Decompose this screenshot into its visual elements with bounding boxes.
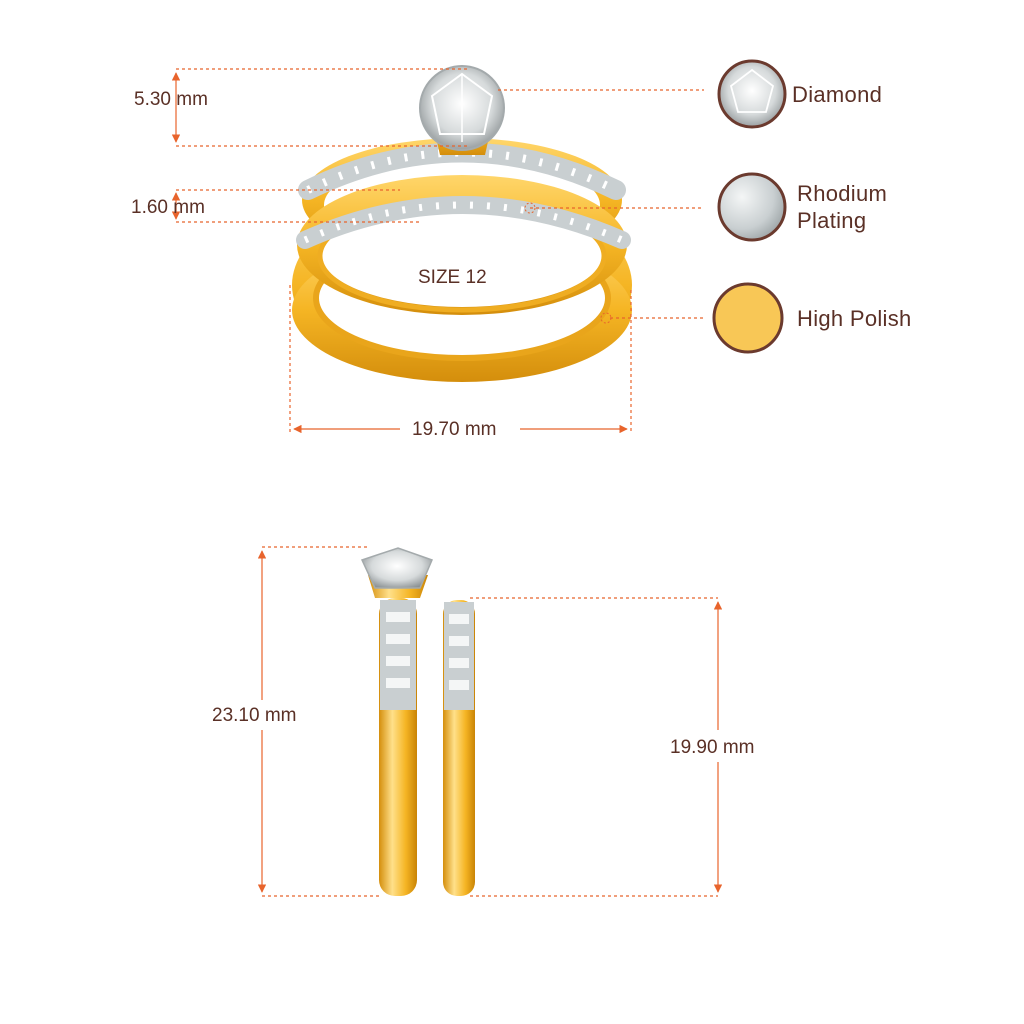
legend-rhodium-label-line2: Plating: [797, 207, 867, 233]
gold-swatch-icon: [712, 282, 784, 354]
top-dimension-lines: [171, 68, 704, 434]
diamond-swatch-icon: [717, 59, 787, 129]
legend-rhodium: Rhodium Plating: [797, 181, 887, 235]
band-height-label: 19.90 mm: [670, 737, 755, 758]
legend-polish-label: High Polish: [797, 306, 912, 331]
engagement-side-diamond: [360, 547, 434, 589]
legend-diamond-label: Diamond: [792, 82, 883, 107]
top-ring-view: [292, 65, 632, 382]
legend-polish: High Polish: [797, 306, 912, 333]
diamond-swatch-facets: [729, 68, 775, 113]
engagement-height-label: 23.10 mm: [212, 705, 297, 726]
side-ring-view: [360, 547, 475, 896]
head-height-label: 5.30 mm: [134, 89, 208, 110]
wedding-pave-row: [296, 196, 631, 249]
side-dimension-lines: [257, 546, 723, 897]
band-width-label: 1.60 mm: [131, 197, 205, 218]
rhodium-swatch-icon: [717, 172, 787, 242]
ring-size-label: SIZE 12: [418, 267, 487, 288]
legend-swatches: [712, 59, 787, 354]
legend-rhodium-label-line1: Rhodium: [797, 181, 888, 206]
ring-width-label: 19.70 mm: [412, 419, 497, 440]
wedding-band-inner: [320, 199, 604, 307]
legend-diamond: Diamond: [792, 82, 882, 109]
